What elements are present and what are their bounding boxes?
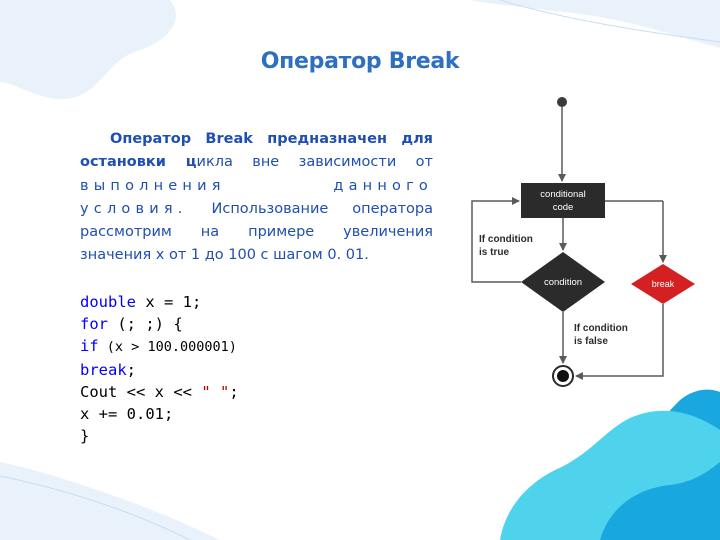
- end-node-inner: [557, 370, 569, 382]
- code-keyword: double: [80, 293, 136, 311]
- code-line-3: if (x > 100.000001): [80, 335, 239, 358]
- top-left-blob: [0, 0, 176, 100]
- code-string: " ": [201, 382, 230, 401]
- paragraph-bold-text: Оператор Break предназначен для остановк…: [80, 131, 433, 171]
- conditional-code-box: [521, 183, 605, 218]
- break-to-end-line: [575, 304, 664, 380]
- code-text: (; ;) {: [108, 315, 183, 334]
- paragraph-text-a: икла вне зависимости от: [196, 154, 433, 171]
- code-line-2: for (; ;) {: [80, 313, 239, 335]
- paragraph-text-b: Использование оператора рассмотрим на пр…: [80, 200, 433, 264]
- box-label-line1: conditional: [540, 189, 585, 200]
- condition-label: condition: [544, 277, 582, 288]
- code-keyword: for: [80, 315, 108, 334]
- code-keyword: break: [80, 360, 127, 379]
- true-label-line2: is true: [479, 247, 509, 258]
- false-label-line1: If condition: [574, 323, 628, 334]
- condition-diamond: [521, 252, 605, 312]
- break-label: break: [652, 279, 675, 289]
- bottom-left-line: [0, 475, 191, 540]
- start-node: [557, 97, 567, 107]
- bottom-left-wave: [0, 462, 220, 540]
- code-line-7: }: [80, 427, 90, 446]
- box-label-line2: code: [553, 202, 574, 213]
- top-right-wave: [470, 0, 720, 48]
- code-block: double x = 1; for (; ;) { if (x > 100.00…: [80, 291, 239, 447]
- code-line-1: double x = 1;: [80, 291, 239, 313]
- code-line-5: Cout << x << " ";: [80, 381, 239, 403]
- true-label-line1: If condition: [479, 234, 533, 245]
- false-label-line2: is false: [574, 336, 608, 347]
- paragraph-spaced-text: выполнения данного условия.: [80, 177, 433, 217]
- code-keyword: if: [80, 337, 99, 356]
- code-text: (x > 100.000001): [98, 339, 237, 356]
- true-loop-line: [471, 197, 521, 283]
- description-paragraph: Оператор Break предназначен для остановк…: [80, 128, 433, 268]
- bottom-right-blob-front: [600, 462, 720, 540]
- top-right-line: [499, 0, 720, 43]
- slide-title: Оператор Break: [260, 49, 460, 74]
- break-flowchart: conditional code condition If condition …: [471, 97, 695, 387]
- code-line-6: x += 0.01;: [80, 405, 174, 424]
- break-diamond: [631, 264, 695, 304]
- code-line-4: break;: [80, 359, 239, 381]
- code-text: Cout << x <<: [80, 382, 202, 401]
- code-text: x = 1;: [136, 293, 202, 311]
- code-text: ;: [229, 382, 239, 401]
- code-text: ;: [126, 360, 137, 379]
